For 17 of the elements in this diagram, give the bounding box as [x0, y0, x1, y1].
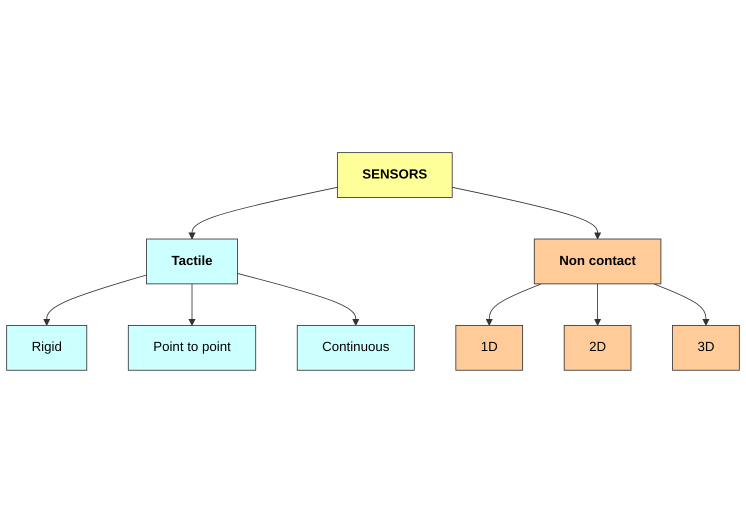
node-box: Tactile [146, 238, 238, 284]
node-box: Point to point [128, 324, 256, 370]
node-box: 1D [455, 324, 524, 370]
arrow [188, 283, 196, 326]
node-box: SENSORS [336, 152, 453, 198]
node-box: 2D [564, 324, 632, 370]
node-box: 3D [672, 324, 740, 370]
arrow [188, 186, 338, 239]
arrow [653, 283, 710, 326]
arrow [237, 272, 360, 326]
arrow [452, 186, 602, 239]
node-box: Non contact [534, 238, 662, 284]
arrow [594, 283, 602, 326]
arrow [43, 274, 147, 326]
node-box: Rigid [6, 324, 88, 370]
arrow [486, 283, 542, 326]
node-box: Continuous [296, 324, 415, 370]
